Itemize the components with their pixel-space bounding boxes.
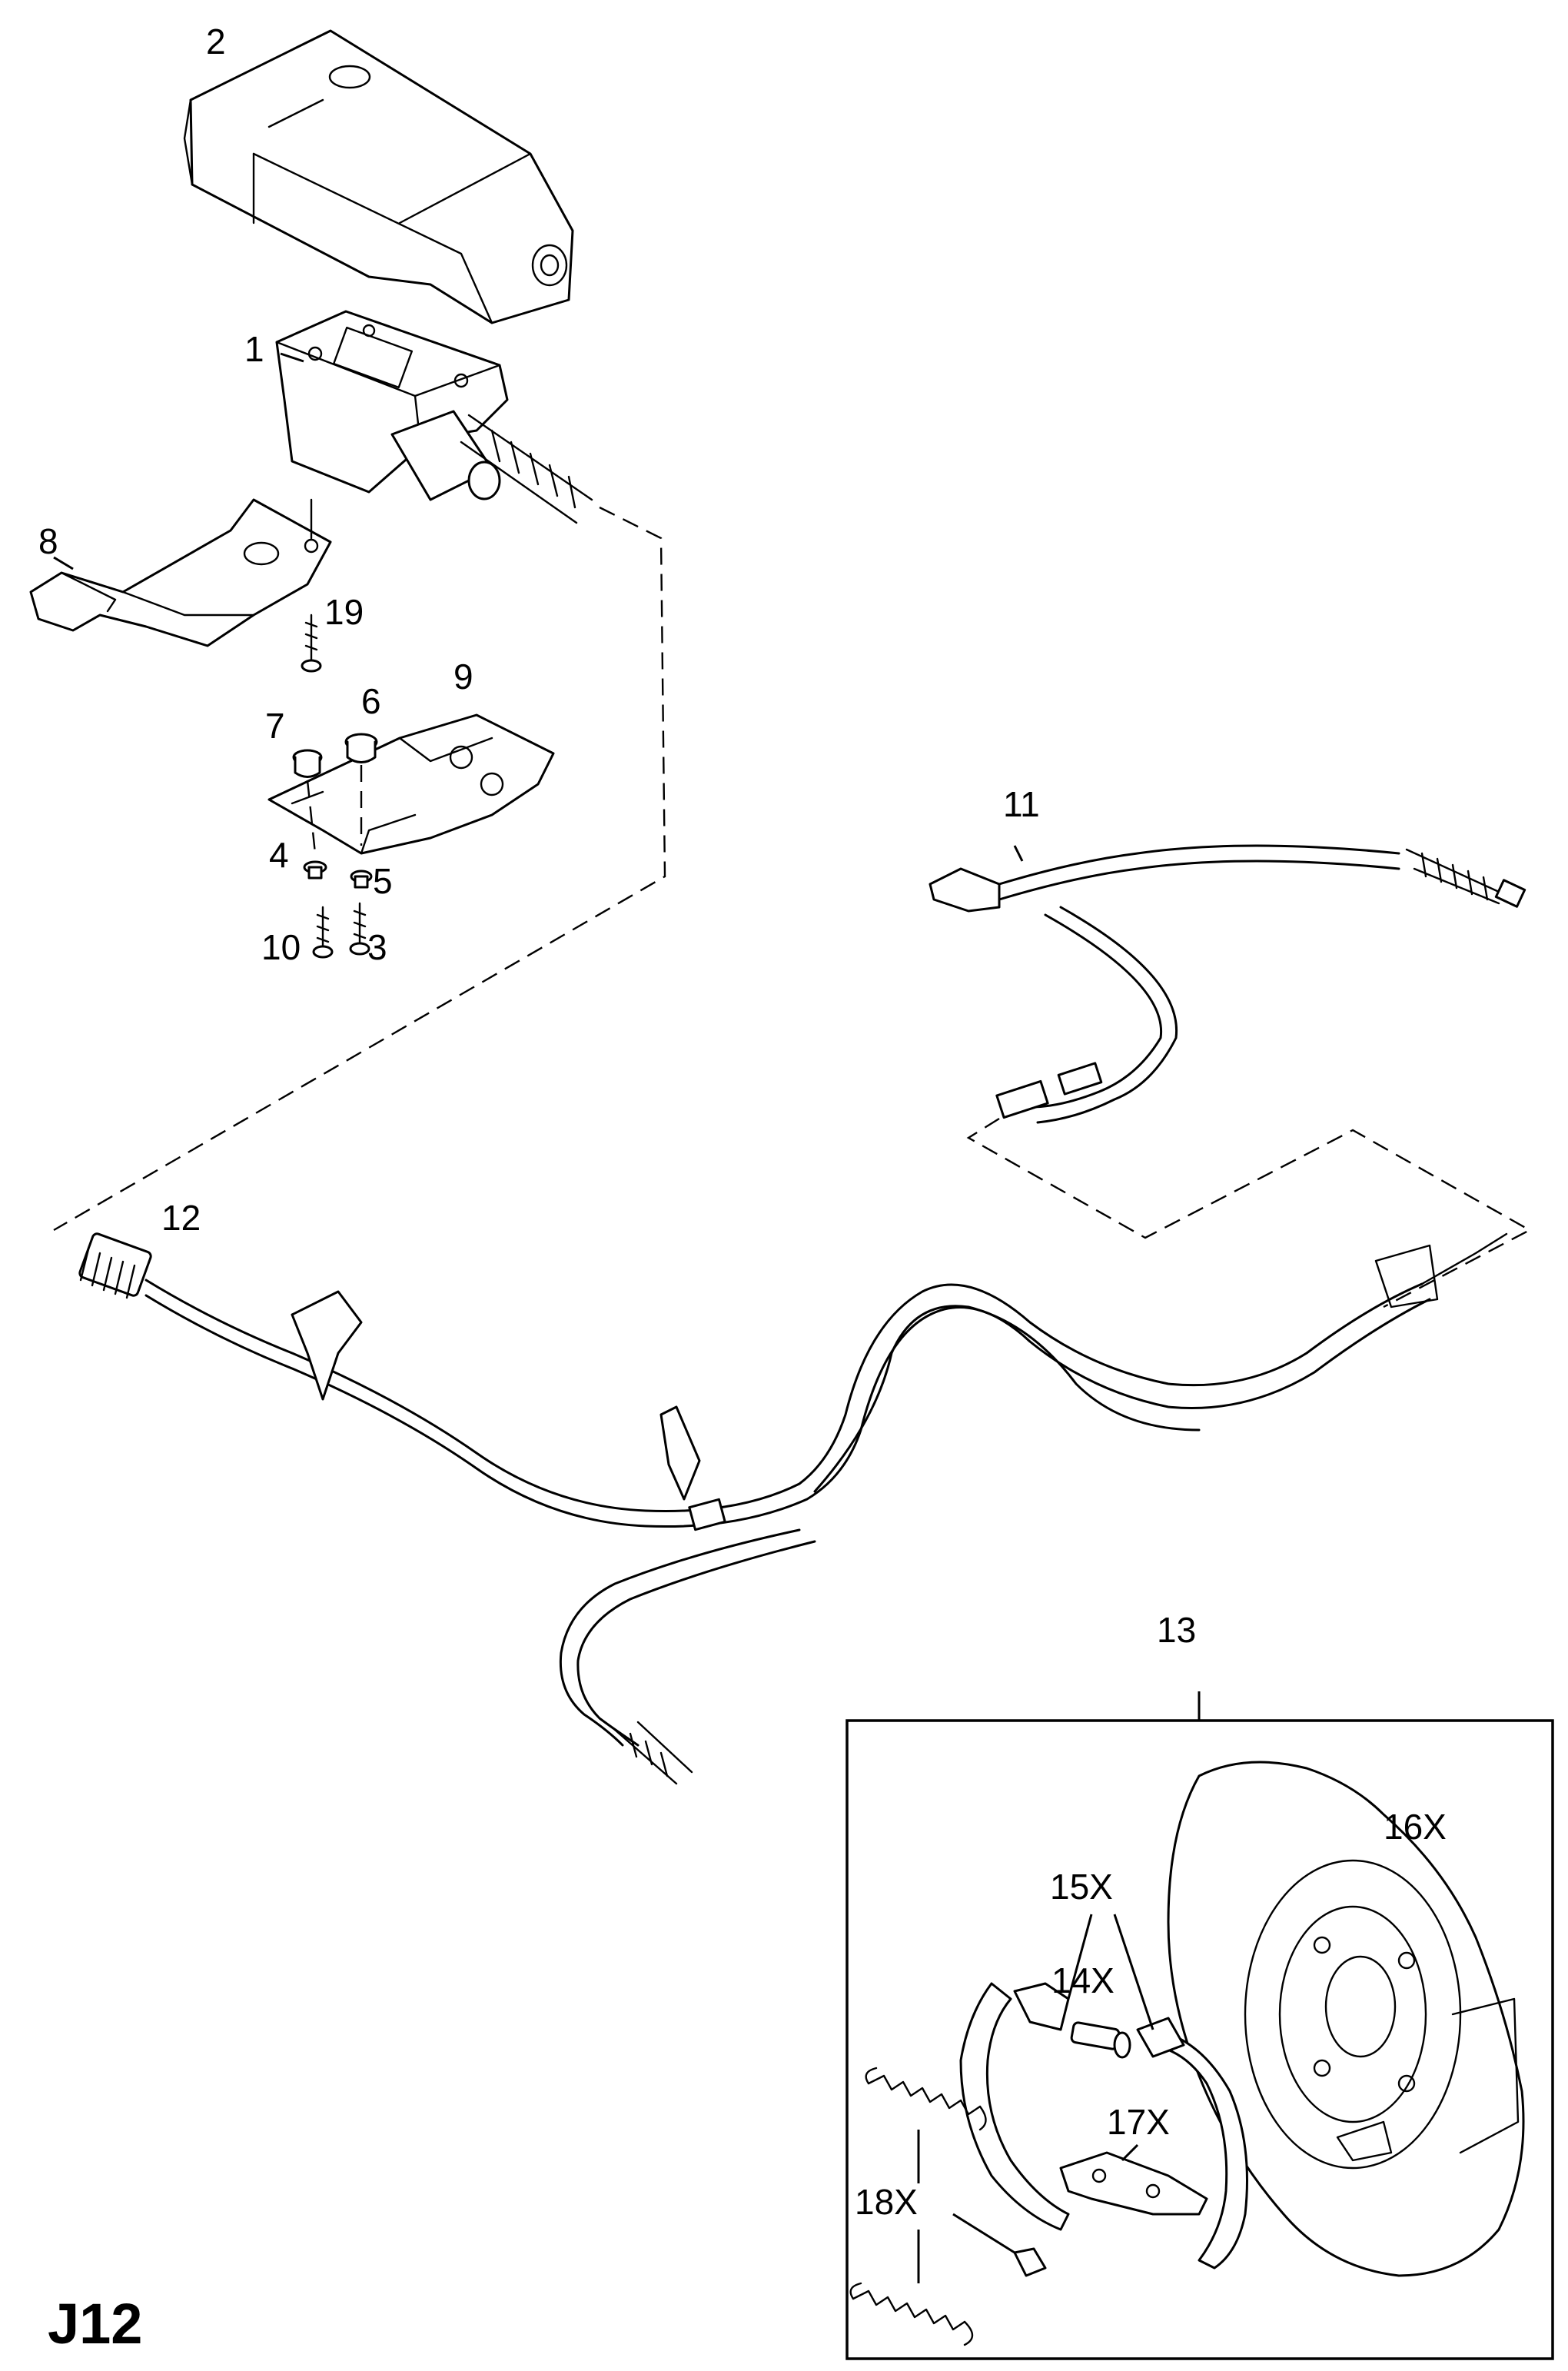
callout-17x: 17X [1107, 2102, 1170, 2142]
callout-10: 10 [261, 927, 301, 967]
connection-line-switch [966, 1117, 1532, 1309]
cable-part-11 [929, 844, 1526, 1124]
connection-line-actuator-to-cable [53, 506, 666, 1232]
callout-13: 13 [1157, 1610, 1196, 1650]
callout-14x: 14X [1051, 1960, 1115, 2000]
spacer-part-5 [350, 870, 373, 889]
callout-2: 2 [206, 22, 226, 62]
spring-part-18x-upper [865, 2067, 987, 2131]
callout-5: 5 [373, 861, 393, 901]
callout-18x: 18X [855, 2182, 918, 2222]
bracket-part-8 [29, 498, 332, 647]
grommet-part-6 [344, 733, 378, 763]
callout-7: 7 [265, 706, 285, 746]
bracket-part-9 [267, 713, 555, 855]
screw-part-19 [301, 614, 322, 673]
page-code: J12 [48, 2292, 142, 2356]
spacer-part-4 [303, 860, 327, 880]
callout-3: 3 [367, 927, 387, 967]
brake-shoe-part-15x-rear [1136, 2017, 1248, 2270]
actuator-module-part-1 [275, 310, 593, 524]
backing-plate-part-16x [1167, 1761, 1525, 2277]
callout-15x: 15X [1050, 1867, 1113, 1907]
adjuster-part-14x [1070, 2021, 1131, 2059]
screw-part-3 [349, 902, 370, 956]
callout-6: 6 [361, 681, 381, 721]
spring-clip-part-18x [1013, 2247, 1047, 2277]
lever-part-17x [1059, 2151, 1208, 2216]
actuator-cover-part-2 [183, 29, 574, 324]
screw-part-10 [312, 906, 334, 959]
spring-part-18x-lower [849, 2282, 974, 2346]
callout-4: 4 [269, 835, 289, 875]
callout-8: 8 [38, 521, 58, 561]
callout-16x: 16X [1384, 1807, 1447, 1847]
brake-shoe-part-15x-front [959, 1982, 1070, 2231]
cable-part-12 [78, 1232, 1508, 1785]
callout-19: 19 [324, 592, 364, 632]
callout-9: 9 [453, 657, 473, 697]
callout-12: 12 [161, 1198, 201, 1238]
grommet-part-7 [292, 749, 323, 778]
callout-11: 11 [1003, 784, 1040, 824]
callout-1: 1 [244, 329, 264, 369]
